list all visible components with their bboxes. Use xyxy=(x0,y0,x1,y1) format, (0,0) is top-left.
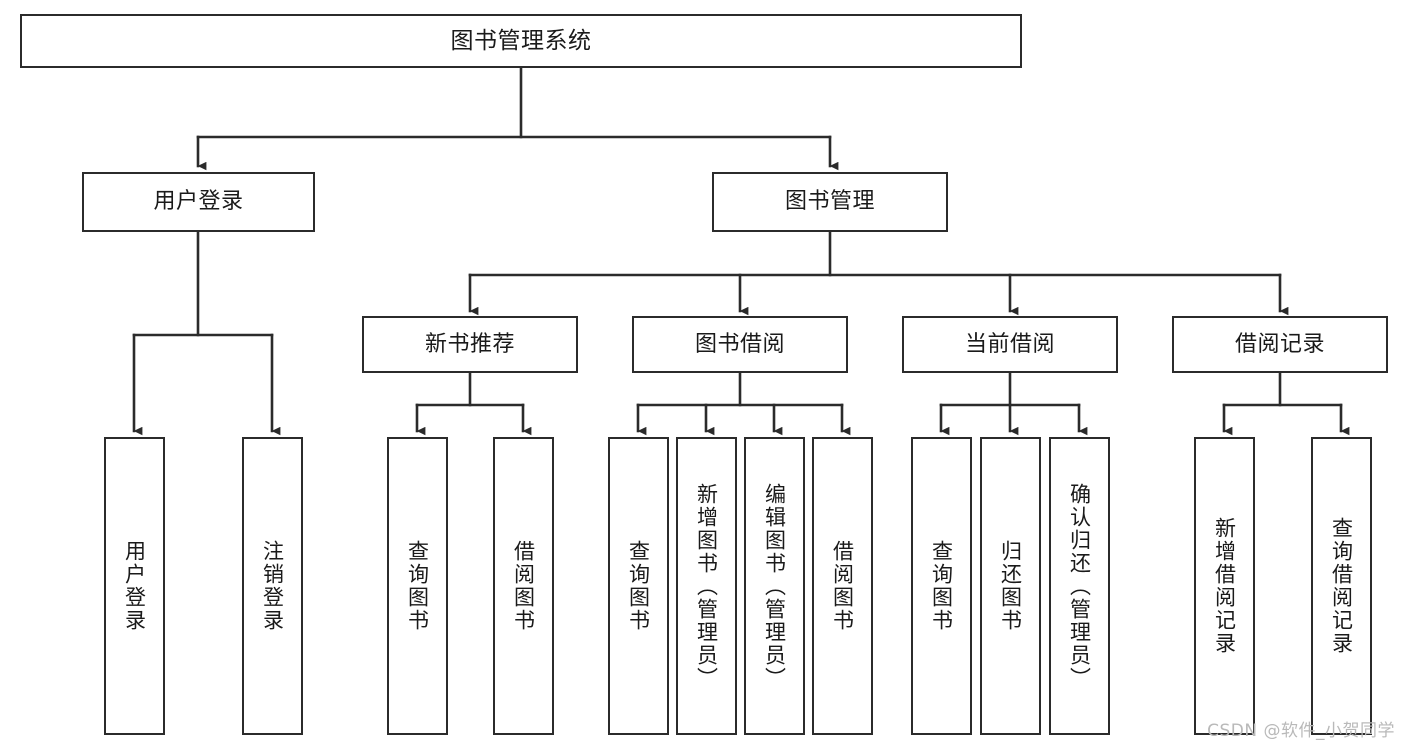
node-new-book-recommend-label: 新书推荐 xyxy=(424,331,515,357)
node-user-login[interactable]: 用户登录 xyxy=(82,172,315,232)
node-leaf-borrow-record-1-label: 查询借阅记录 xyxy=(1329,517,1354,655)
node-leaf-borrow-record-0-label: 新增借阅记录 xyxy=(1212,517,1237,655)
node-leaf-book-borrow-1[interactable]: 新增图书（管理员） xyxy=(676,437,737,735)
node-current-borrow-label: 当前借阅 xyxy=(964,331,1055,357)
node-leaf-borrow-record-0[interactable]: 新增借阅记录 xyxy=(1194,437,1255,735)
node-leaf-user-login-1-label: 注销登录 xyxy=(260,540,285,632)
node-current-borrow[interactable]: 当前借阅 xyxy=(902,316,1118,373)
node-leaf-book-borrow-3-label: 借阅图书 xyxy=(830,540,855,632)
node-leaf-user-login-0-label: 用户登录 xyxy=(122,540,147,632)
node-borrow-record-label: 借阅记录 xyxy=(1234,331,1325,357)
node-leaf-new-book-recommend-1[interactable]: 借阅图书 xyxy=(493,437,554,735)
node-leaf-current-borrow-1[interactable]: 归还图书 xyxy=(980,437,1041,735)
node-leaf-borrow-record-1[interactable]: 查询借阅记录 xyxy=(1311,437,1372,735)
node-leaf-current-borrow-0[interactable]: 查询图书 xyxy=(911,437,972,735)
node-book-borrow-label: 图书借阅 xyxy=(694,331,785,357)
node-leaf-new-book-recommend-1-label: 借阅图书 xyxy=(511,540,536,632)
node-leaf-book-borrow-1-label: 新增图书（管理员） xyxy=(694,482,719,690)
csdn-watermark: CSDN @软件_小贺同学 xyxy=(1207,721,1395,741)
node-leaf-book-borrow-0-label: 查询图书 xyxy=(626,540,651,632)
node-leaf-book-borrow-2-label: 编辑图书（管理员） xyxy=(762,482,787,690)
node-root-system[interactable]: 图书管理系统 xyxy=(20,14,1022,68)
node-book-manage[interactable]: 图书管理 xyxy=(712,172,948,232)
node-leaf-new-book-recommend-0-label: 查询图书 xyxy=(405,540,430,632)
node-user-login-label: 用户登录 xyxy=(153,189,244,215)
node-leaf-current-borrow-2-label: 确认归还（管理员） xyxy=(1067,482,1092,690)
node-leaf-book-borrow-0[interactable]: 查询图书 xyxy=(608,437,669,735)
node-leaf-current-borrow-2[interactable]: 确认归还（管理员） xyxy=(1049,437,1110,735)
node-borrow-record[interactable]: 借阅记录 xyxy=(1172,316,1388,373)
node-root-system-label: 图书管理系统 xyxy=(450,27,592,54)
node-leaf-user-login-1[interactable]: 注销登录 xyxy=(242,437,303,735)
node-leaf-current-borrow-1-label: 归还图书 xyxy=(998,540,1023,632)
node-book-manage-label: 图书管理 xyxy=(784,189,875,215)
node-leaf-book-borrow-3[interactable]: 借阅图书 xyxy=(812,437,873,735)
node-book-borrow[interactable]: 图书借阅 xyxy=(632,316,848,373)
node-leaf-user-login-0[interactable]: 用户登录 xyxy=(104,437,165,735)
node-leaf-new-book-recommend-0[interactable]: 查询图书 xyxy=(387,437,448,735)
node-new-book-recommend[interactable]: 新书推荐 xyxy=(362,316,578,373)
node-leaf-current-borrow-0-label: 查询图书 xyxy=(929,540,954,632)
node-leaf-book-borrow-2[interactable]: 编辑图书（管理员） xyxy=(744,437,805,735)
